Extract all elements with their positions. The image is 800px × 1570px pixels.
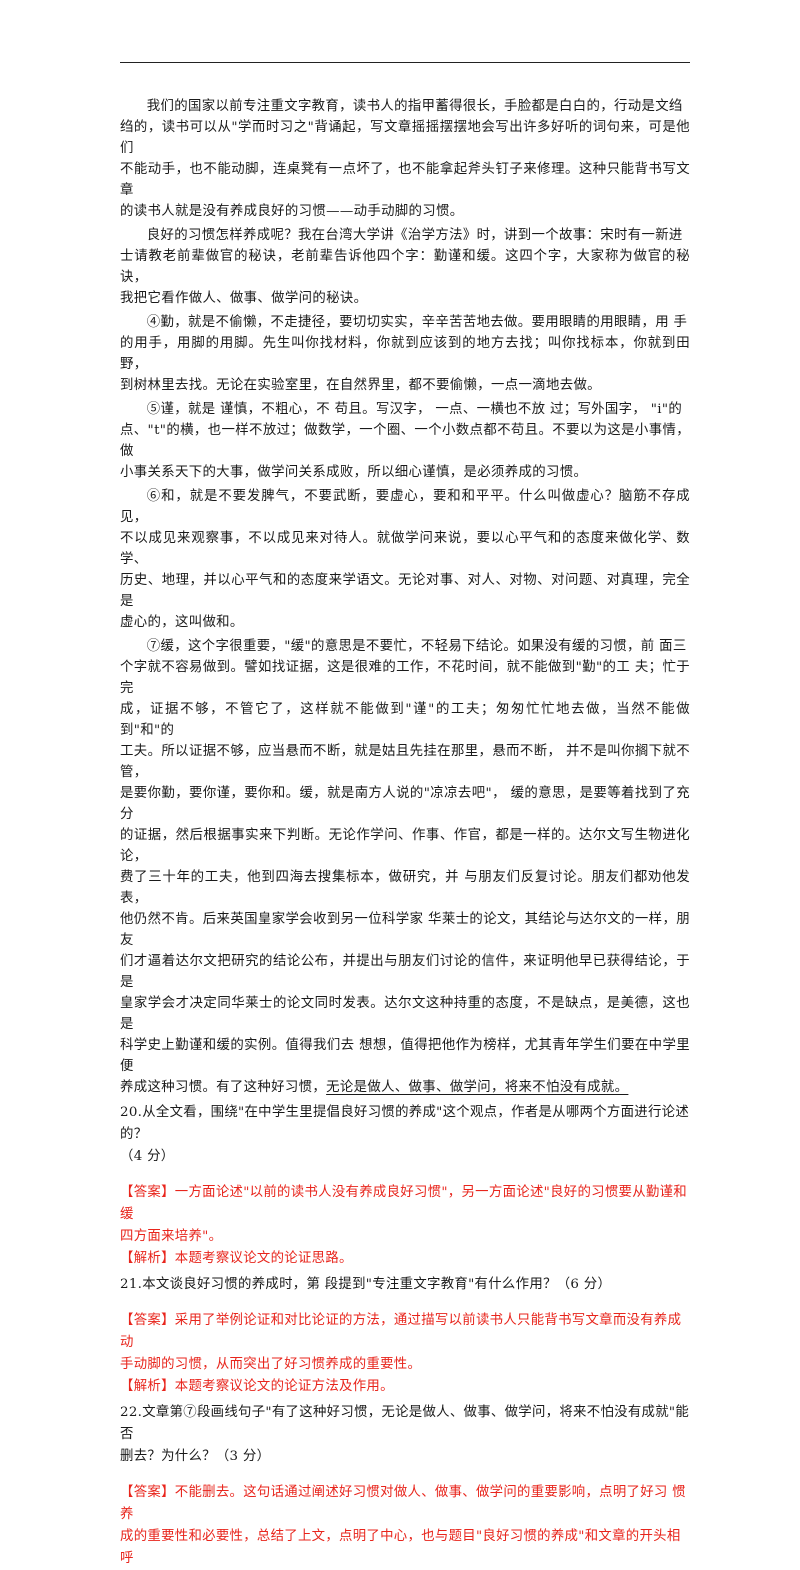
text-line: 不以成见来观察事，不以成见来对待人。就做学问来说，要以心平气和的态度来做化学、数… <box>120 531 690 567</box>
answer-line: 手动脚的习惯，从而突出了好习惯养成的重要性。 <box>120 1357 422 1372</box>
question-20: 20.从全文看，围绕"在中学生里提倡良好习惯的养成"这个观点，作者是从哪两个方面… <box>120 1102 690 1168</box>
text-line: 是要你勤，要你谨，要你和。缓，就是南方人说的"凉凉去吧"， 缓的意思，是要等着找… <box>120 786 690 822</box>
text-line: 科学史上勤谨和缓的实例。值得我们去 想想，值得把他作为榜样，尤其青年学生们要在中… <box>120 1038 690 1074</box>
question-line: 20.从全文看，围绕"在中学生里提倡良好习惯的养成"这个观点，作者是从哪两个方面… <box>120 1105 690 1142</box>
analysis-tag: 【解析】 <box>120 1379 175 1394</box>
answer-line: 【答案】采用了举例论证和对比论证的方法，通过描写以前读书人只能背书写文章而没有养… <box>120 1310 690 1354</box>
text-line: 养成这种习惯。有了这种好习惯，无论是做人、做事、做学问，将来不怕没有成就。 <box>120 1077 690 1098</box>
text-line: 良好的习惯怎样养成呢？我在台湾大学讲《治学方法》时，讲到一个故事：宋时有一新进 <box>146 228 683 243</box>
text-line: 成，证据不够，不管它了，这样就不能做到"谨"的工夫；匆匆忙忙地去做，当然不能做到… <box>120 702 690 738</box>
document-body: 我们的国家以前专注重文字教育，读书人的指甲蓄得很长，手脸都是白白的，行动是文绉 … <box>120 96 690 1570</box>
answer-line: 【答案】不能删去。这句话通过阐述好习惯对做人、做事、做学问的重要影响，点明了好习… <box>120 1482 690 1526</box>
answer-text: 采用了举例论证和对比论证的方法，通过描写以前读书人只能背书写文章而没有养成动 <box>120 1313 682 1350</box>
text-line: 到树林里去找。无论在实验室里，在自然界里，都不要偷懒，一点一滴地去做。 <box>120 378 601 393</box>
paragraph-5-harmony: ⑥和，就是不要发脾气，不要武断，要虚心，要和和平平。什么叫做虚心？脑筋不存成见，… <box>120 486 690 633</box>
text-line: 绉的，读书可以从"学而时习之"背诵起，写文章摇摇摆摆地会写出许多好听的词句来，可… <box>120 120 690 156</box>
text-line: 他仍然不肯。后来英国皇家学会收到另一位科学家 华莱士的论文，其结论与达尔文的一样… <box>120 912 690 948</box>
answer-20: 【答案】一方面论述"以前的读书人没有养成良好习惯"，另一方面论述"良好的习惯要从… <box>120 1182 690 1248</box>
text-line: ⑥和，就是不要发脾气，不要武断，要虚心，要和和平平。什么叫做虚心？脑筋不存成见， <box>120 489 690 525</box>
text-line: ④勤，就是不偷懒，不走捷径，要切切实实，辛辛苦苦地去做。要用眼睛的用眼睛，用 手 <box>146 315 688 330</box>
question-line: 22.文章第⑦段画线句子"有了这种好习惯，无论是做人、做事、做学问，将来不怕没有… <box>120 1405 690 1442</box>
answer-tag: 【答案】 <box>120 1185 175 1200</box>
paragraph-4-caution: ⑤谨，就是 谨慎，不粗心，不 苟且。写汉字， 一点、一横也不放 过；写外国字， … <box>120 399 690 483</box>
text-line: 我把它看作做人、做事、做学问的秘诀。 <box>120 291 368 306</box>
text-line: 不能动手，也不能动脚，连桌凳有一点坏了，也不能拿起斧头钉子来修理。这种只能背书写… <box>120 162 690 198</box>
answer-line: 【答案】一方面论述"以前的读书人没有养成良好习惯"，另一方面论述"良好的习惯要从… <box>120 1182 690 1226</box>
text-line: 士请教老前辈做官的秘诀，老前辈告诉他四个字：勤谨和缓。这四个字，大家称为做官的秘… <box>120 249 690 285</box>
text-line: 小事关系天下的大事，做学问关系成败，所以细心谨慎，是必须养成的习惯。 <box>120 465 588 480</box>
question-22: 22.文章第⑦段画线句子"有了这种好习惯，无论是做人、做事、做学问，将来不怕没有… <box>120 1402 690 1468</box>
answer-line: 四方面来培养"。 <box>120 1229 223 1244</box>
paragraph-6-slowness: ⑦缓，这个字很重要，"缓"的意思是不要忙，不轻易下结论。如果没有缓的习惯，前 面… <box>120 636 690 1098</box>
analysis-20: 【解析】本题考察议论文的论证思路。 <box>120 1248 690 1270</box>
answer-line: 成的重要性和必要性，总结了上文，点明了中心，也与题目"良好习惯的养成"和文章的开… <box>120 1529 681 1566</box>
text-line: 工夫。所以证据不够，应当悬而不断，就是姑且先挂在那里，悬而不断， 并不是叫你搁下… <box>120 744 690 780</box>
underlined-sentence: 无论是做人、做事、做学问，将来不怕没有成就。 <box>326 1080 629 1095</box>
answer-text: 不能删去。这句话通过阐述好习惯对做人、做事、做学问的重要影响，点明了好习 惯养 <box>120 1485 686 1522</box>
text-line: 费了三十年的工夫，他到四海去搜集标本，做研究，并 与朋友们反复讨论。朋友们都劝他… <box>120 870 690 906</box>
text-line: 虚心的，这叫做和。 <box>120 615 244 630</box>
text-line: 我们的国家以前专注重文字教育，读书人的指甲蓄得很长，手脸都是白白的，行动是文绉 <box>146 99 683 114</box>
answer-tag: 【答案】 <box>120 1485 175 1500</box>
analysis-text: 本题考察议论文的论证方法及作用。 <box>174 1379 394 1394</box>
text-line: 的证据，然后根据事实来下判断。无论作学问、作事、作官，都是一样的。达尔文写生物进… <box>120 828 690 864</box>
text-line: 们才逼着达尔文把研究的结论公布，并提出与朋友们讨论的信件，来证明他早已获得结论，… <box>120 954 690 990</box>
header-rule <box>120 62 690 63</box>
analysis-text: 本题考察议论文的论证思路。 <box>174 1251 353 1266</box>
text-line: 的用手，用脚的用脚。先生叫你找材料，你就到应该到的地方去找；叫你找标本，你就到田… <box>120 336 690 372</box>
text-line: 个字就不容易做到。譬如找证据，这是很难的工作，不花时间，就不能做到"勤"的工 夫… <box>120 660 690 696</box>
question-line: 21.本文谈良好习惯的养成时，第 段提到"专注重文字教育"有什么作用？（6 分） <box>120 1277 612 1292</box>
paragraph-1: 我们的国家以前专注重文字教育，读书人的指甲蓄得很长，手脸都是白白的，行动是文绉 … <box>120 96 690 222</box>
text-line: 历史、地理，并以心平气和的态度来学语文。无论对事、对人、对物、对问题、对真理，完… <box>120 573 690 609</box>
answer-21: 【答案】采用了举例论证和对比论证的方法，通过描写以前读书人只能背书写文章而没有养… <box>120 1310 690 1376</box>
paragraph-3-diligence: ④勤，就是不偷懒，不走捷径，要切切实实，辛辛苦苦地去做。要用眼睛的用眼睛，用 手… <box>120 312 690 396</box>
question-line: 删去？为什么？（3 分） <box>120 1449 271 1464</box>
text-line: ⑤谨，就是 谨慎，不粗心，不 苟且。写汉字， 一点、一横也不放 过；写外国字， … <box>146 402 683 417</box>
answer-22: 【答案】不能删去。这句话通过阐述好习惯对做人、做事、做学问的重要影响，点明了好习… <box>120 1482 690 1570</box>
answer-tag: 【答案】 <box>120 1313 175 1328</box>
last-line-plain: 养成这种习惯。有了这种好习惯， <box>120 1080 327 1095</box>
analysis-21: 【解析】本题考察议论文的论证方法及作用。 <box>120 1376 690 1398</box>
answer-text: 一方面论述"以前的读书人没有养成良好习惯"，另一方面论述"良好的习惯要从勤谨和缓 <box>120 1185 688 1222</box>
text-line: 的读书人就是没有养成良好的习惯——动手动脚的习惯。 <box>120 204 464 219</box>
text-line: 皇家学会才决定同华莱士的论文同时发表。达尔文这种持重的态度，不是缺点，是美德，这… <box>120 996 690 1032</box>
paragraph-2: 良好的习惯怎样养成呢？我在台湾大学讲《治学方法》时，讲到一个故事：宋时有一新进 … <box>120 225 690 309</box>
question-21: 21.本文谈良好习惯的养成时，第 段提到"专注重文字教育"有什么作用？（6 分） <box>120 1274 690 1296</box>
text-line: ⑦缓，这个字很重要，"缓"的意思是不要忙，不轻易下结论。如果没有缓的习惯，前 面… <box>146 639 687 654</box>
question-line: （4 分） <box>120 1149 175 1164</box>
text-line: 点、"t"的横，也一样不放过；做数学，一个圈、一个小数点都不苟且。不要以为这是小… <box>120 423 690 459</box>
analysis-tag: 【解析】 <box>120 1251 175 1266</box>
